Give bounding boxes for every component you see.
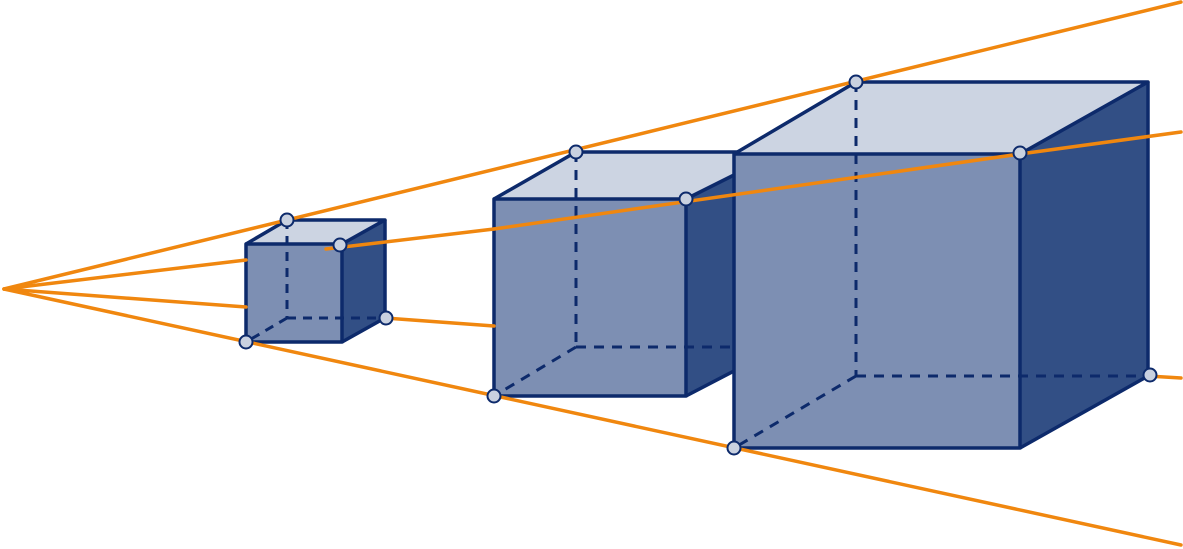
cube-small-hidden-edges <box>245 220 385 344</box>
ray-bottom-front-left-corners <box>2 287 1183 547</box>
cube-large-top-face <box>734 82 1148 154</box>
ray-top-front-right-segment-1 <box>2 258 248 291</box>
cube-medium-front-face <box>494 199 686 396</box>
point-medium-top-back-left <box>568 144 584 160</box>
ray-bottom-back-right-segment-2 <box>383 316 496 328</box>
point-large-top-front-right <box>1012 145 1028 161</box>
cube-large-side-face <box>1020 82 1148 448</box>
point-medium-bottom-front-left <box>486 388 502 404</box>
marked-points <box>238 74 1158 456</box>
ray-bottom-back-right-segment-1 <box>2 287 248 309</box>
cube-large <box>732 80 1150 450</box>
cube-large-hidden-edges <box>733 82 1148 450</box>
point-medium-top-front-right <box>678 191 694 207</box>
point-large-bottom-back-right <box>1142 367 1158 383</box>
ray-top-front-right-segment-3 <box>492 152 1022 231</box>
ray-top-front-right-segment-4 <box>1018 130 1183 156</box>
point-small-top-back-left <box>279 212 295 228</box>
ray-top-back-left-corners <box>2 0 1183 291</box>
cube-small <box>244 218 387 344</box>
point-small-bottom-back-right <box>378 310 394 326</box>
point-large-bottom-front-left <box>726 440 742 456</box>
cube-large-front-face <box>734 154 1020 448</box>
cube-small-front-face <box>246 244 342 342</box>
point-large-top-back-left <box>848 74 864 90</box>
point-small-bottom-front-left <box>238 334 254 350</box>
cube-small-side-face <box>342 220 385 342</box>
point-small-top-front-right <box>332 237 348 253</box>
ray-top-front-right-segment-2 <box>324 227 496 251</box>
